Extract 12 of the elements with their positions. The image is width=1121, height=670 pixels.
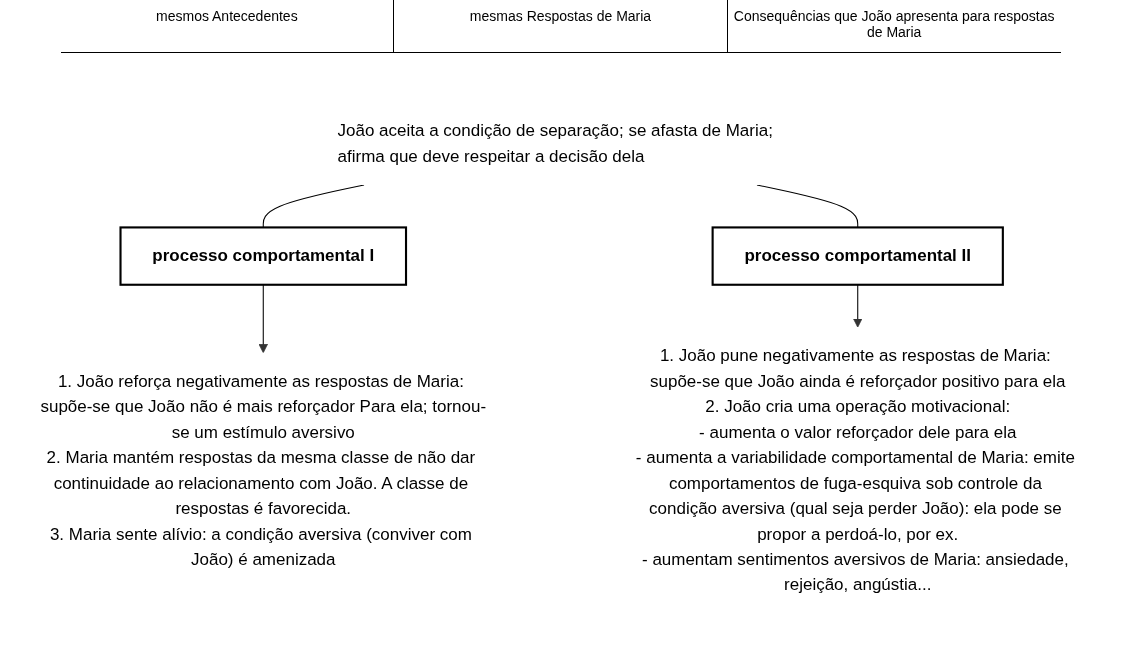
column-heading: mesmas Respostas de Maria	[393, 0, 727, 52]
connector	[262, 184, 365, 228]
node-text: João aceita a condição de separação; se afasta de Maria; afirma que deve respeitar a decisão dela	[337, 121, 773, 165]
column-heading: mesmos Antecedentes	[155, 7, 299, 26]
arrow	[853, 284, 863, 328]
node-text: 1. João reforça negativamente as respostas de Maria: supõe-se que João não é mais reforçador Para ela; tornou-se um estímulo aversivo 2. Maria mantém respostas da mesma classe de não dar continuidade ao relacionamento com João. A classe de respostas é favorecida. 3. Maria sente alívio: a condição aversiva (conviver com João) é amenizada	[40, 371, 487, 569]
node-box: processo comportamental II	[711, 226, 1004, 286]
node-box: processo comportamental I	[119, 226, 408, 286]
arrow	[258, 284, 268, 354]
node-text: 1. João pune negativamente as respostas de Maria: supõe-se que João ainda é reforçador positivo para ela 2. João cria uma operação motivacional: - aumenta o valor reforçador dele para ela - aumenta a variabilidade comportamental de Maria: emite comportamentos de fuga-esquiva sob controle da condição aversiva (qual seja perder João): ela pode se propor a perdoá-lo, por ex. - aumentam sentimentos aversivos de Maria: ansiedade, rejeição, angústia...	[635, 346, 1075, 594]
connector	[756, 184, 859, 228]
column-heading: Consequências que João apresenta para respostas de Maria	[726, 0, 1061, 52]
